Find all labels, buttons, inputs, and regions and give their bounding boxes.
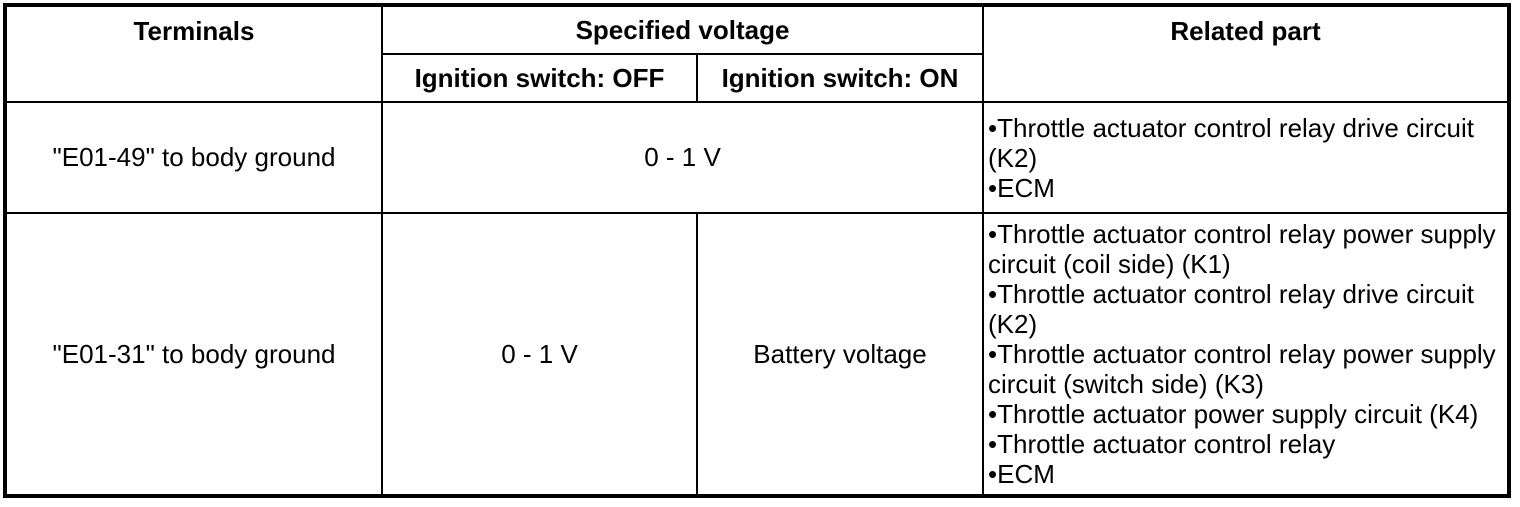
column-header-terminals: Terminals (4, 4, 383, 103)
voltage-off-cell: 0 - 1 V (381, 212, 698, 497)
terminal-cell: "E01-31" to body ground (4, 212, 383, 497)
related-part-cell: Throttle actuator control relay drive ci… (982, 101, 1510, 214)
voltage-on-cell: Battery voltage (696, 212, 984, 497)
related-part-item: Throttle actuator control relay power su… (988, 339, 1502, 399)
related-part-item: ECM (988, 459, 1502, 489)
related-part-cell: Throttle actuator control relay power su… (982, 212, 1510, 497)
table-header-row-sub: Ignition switch: OFF Ignition switch: ON (5, 53, 1509, 103)
related-part-item: Throttle actuator control relay drive ci… (988, 113, 1502, 173)
table-row-e01-31: "E01-31" to body ground 0 - 1 V Battery … (4, 212, 1510, 497)
related-part-item: Throttle actuator power supply circuit (… (988, 399, 1502, 429)
related-part-item: Throttle actuator control relay power su… (988, 219, 1502, 279)
column-header-related-part: Related part (982, 4, 1510, 103)
column-header-ignition-off: Ignition switch: OFF (381, 53, 698, 103)
related-part-item: Throttle actuator control relay (988, 429, 1502, 459)
table-row-e01-49: "E01-49" to body ground 0 - 1 V Throttle… (4, 101, 1510, 214)
terminal-cell: "E01-49" to body ground (4, 101, 383, 214)
voltage-merged-cell: 0 - 1 V (381, 101, 984, 214)
column-header-ignition-on: Ignition switch: ON (696, 53, 984, 103)
table-header-row-top: Terminals Specified voltage Related part (4, 4, 1510, 103)
related-part-item: ECM (988, 173, 1502, 203)
related-part-item: Throttle actuator control relay drive ci… (988, 279, 1502, 339)
column-header-specified-voltage: Specified voltage (381, 4, 984, 55)
voltage-spec-table: Terminals Specified voltage Related part… (3, 3, 1511, 498)
